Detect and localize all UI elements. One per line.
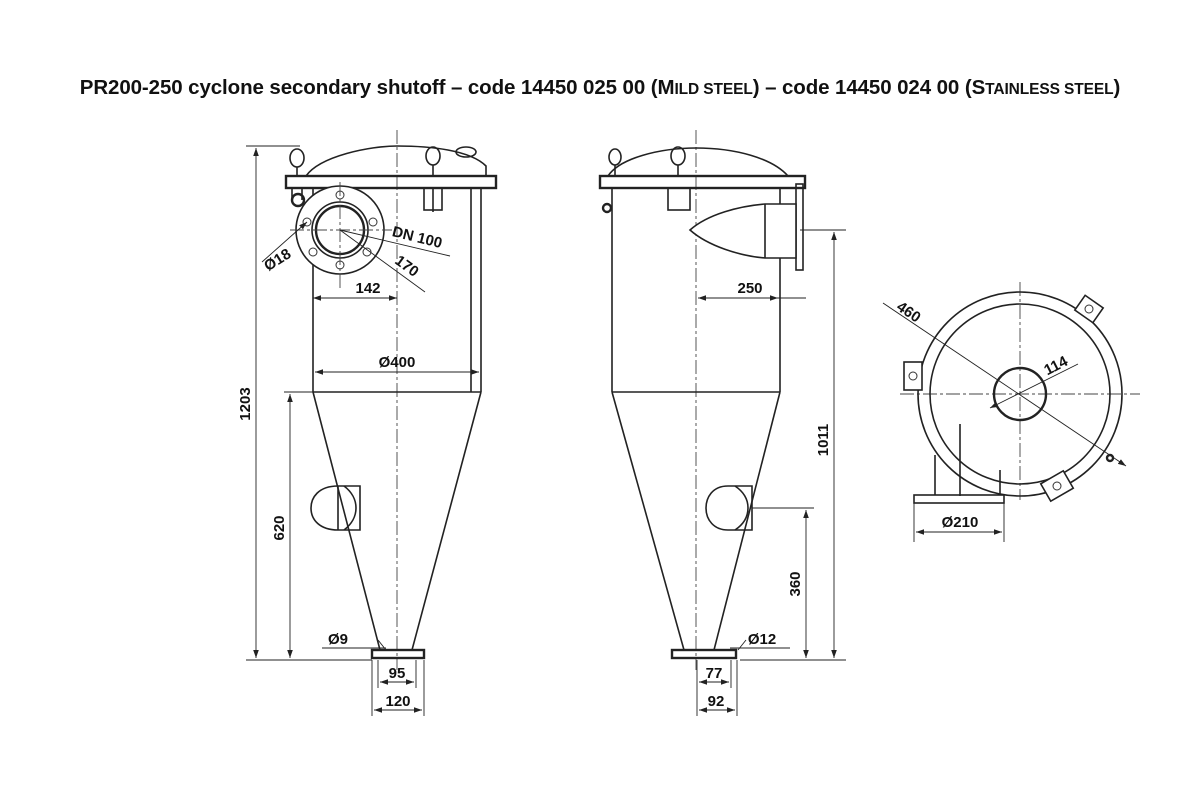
front-view: 1203 620 Ø400 142 Ø18 DN 100 170 Ø9 95 1… xyxy=(237,130,498,716)
top-outlet-pipe-circle xyxy=(992,366,1048,422)
side-inlet-offset-label: 250 xyxy=(737,280,762,297)
front-cone-left xyxy=(312,391,381,651)
front-lid-dome xyxy=(305,145,487,177)
front-inspection-port xyxy=(310,485,361,531)
top-bolt-mark xyxy=(1105,453,1115,463)
front-outlet-hole-label: Ø9 xyxy=(328,631,348,648)
top-view: 460 114 Ø210 xyxy=(882,282,1140,542)
side-lid-dome xyxy=(607,147,789,177)
top-clamp-left xyxy=(903,361,923,391)
front-eye-bolt-left xyxy=(289,148,305,200)
front-outlet-flange-width-label: 120 xyxy=(385,693,410,710)
front-top-flange xyxy=(284,174,498,190)
front-offset-label: 142 xyxy=(355,280,380,297)
side-cone-right xyxy=(713,391,781,651)
front-diameter-label: Ø400 xyxy=(379,354,416,371)
side-view: 250 1011 360 Ø12 77 92 xyxy=(598,130,846,716)
front-cone-right xyxy=(411,391,482,651)
top-base-diameter-label: Ø210 xyxy=(942,514,979,531)
top-outer-flange-circle xyxy=(917,291,1123,497)
front-bolt-hole-label: Ø18 xyxy=(261,245,294,274)
side-eye-bolt-left xyxy=(601,148,622,214)
front-inlet-flange xyxy=(290,182,392,290)
top-clamp-upper-right xyxy=(1073,294,1105,324)
side-port-height-label: 360 xyxy=(787,571,804,596)
drawing-title: PR200-250 cyclone secondary shutoff – co… xyxy=(79,76,1121,99)
top-pipe-diameter-label: 114 xyxy=(1041,353,1071,379)
side-outlet-bolt-spacing-label: 77 xyxy=(706,665,723,682)
front-eye-bolt-right xyxy=(423,146,443,212)
front-outlet-flange xyxy=(370,648,426,660)
front-pitch-circle-label: 170 xyxy=(392,252,422,280)
side-inlet-height-label: 1011 xyxy=(815,424,832,457)
side-top-flange xyxy=(598,174,807,190)
front-height-label: 1203 xyxy=(237,387,254,420)
side-outlet-hole-label: Ø12 xyxy=(748,631,776,648)
side-inspection-port xyxy=(705,485,753,531)
side-outlet-flange-width-label: 92 xyxy=(708,693,725,710)
side-outlet-flange xyxy=(670,648,738,660)
side-eye-bolt-center xyxy=(667,146,691,211)
front-cone-height-label: 620 xyxy=(271,515,288,540)
side-cone-left xyxy=(611,391,685,651)
front-lid-knob xyxy=(455,146,477,158)
top-outer-diameter-label: 460 xyxy=(893,298,923,326)
front-pivot-left xyxy=(290,192,306,208)
side-outlet-flange-plate xyxy=(795,183,804,271)
top-base-plate xyxy=(913,494,1005,504)
side-tangential-inlet xyxy=(688,203,797,259)
front-nominal-diameter-label: DN 100 xyxy=(390,223,443,252)
top-clamp-lower-right xyxy=(1039,469,1075,503)
top-inner-shell-circle xyxy=(929,303,1111,485)
front-outlet-bolt-spacing-label: 95 xyxy=(389,665,406,682)
